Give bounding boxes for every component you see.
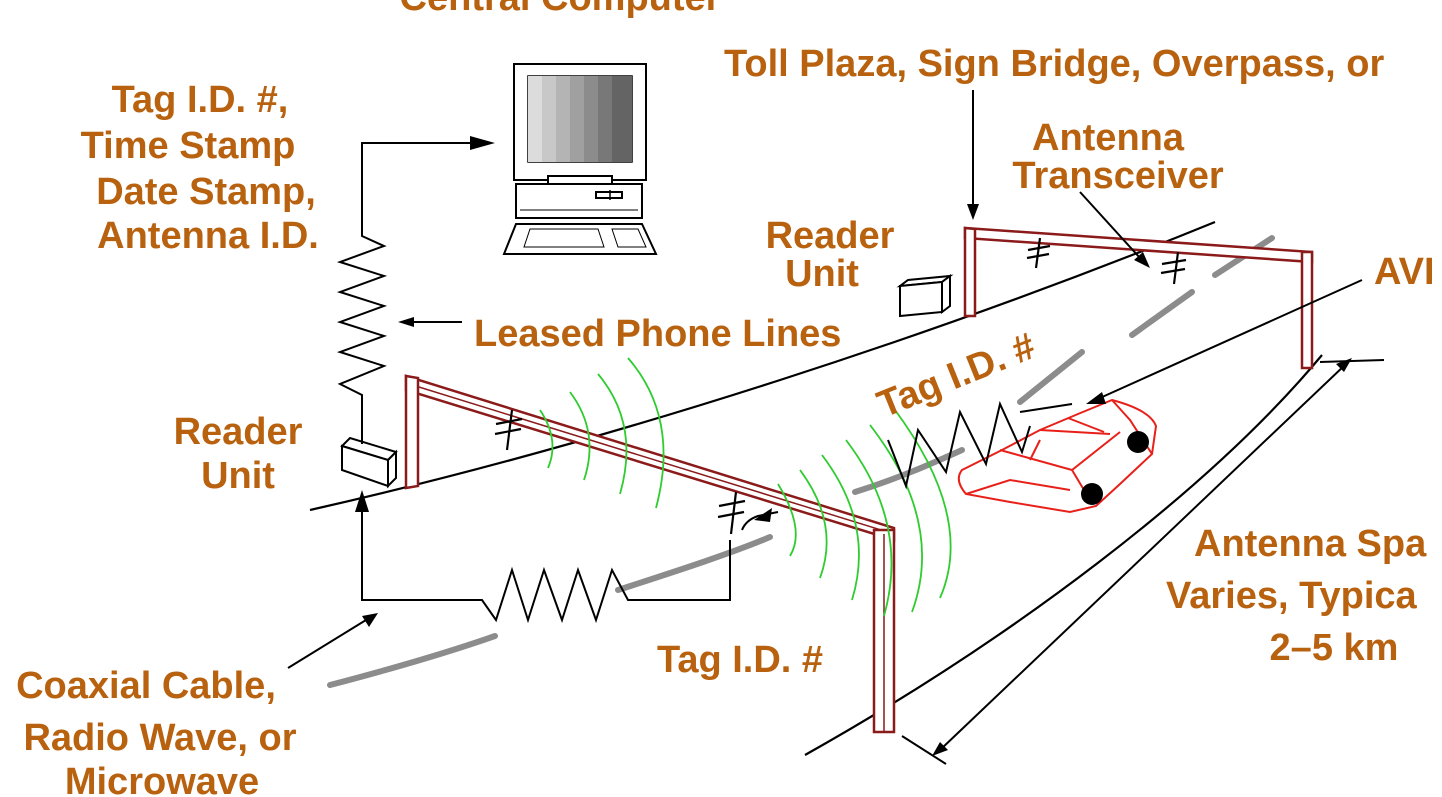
coaxial-pointer [287, 619, 367, 669]
tag-info-label-line3: Date Stamp, [96, 171, 316, 213]
car-wheel-front [1081, 483, 1103, 505]
reader-unit-far-label-line2: Unit [785, 253, 859, 295]
reader-box-icon [896, 274, 954, 318]
reader-unit-far-label-line1: Reader [766, 215, 895, 257]
tag-info-label-line4: Antenna I.D. [97, 215, 319, 257]
coaxial-label-line3: Microwave [65, 761, 259, 797]
arrow-to-computer [470, 136, 495, 150]
antenna-icon [1160, 251, 1187, 285]
leased-phone-line [336, 142, 478, 444]
spacing-tick-near [901, 735, 947, 765]
near-gantry [404, 374, 896, 734]
avi-label: AVI [1374, 251, 1435, 293]
antenna-icon [1026, 237, 1051, 269]
coaxial-link [361, 508, 731, 624]
lane-divider-2 [1017, 349, 1085, 405]
spacing-dimension-line [939, 363, 1347, 751]
central-computer-label: Central Computer [400, 0, 721, 19]
radio-waves-lower [777, 409, 952, 617]
antenna-label-line1: Antenna [1032, 117, 1185, 159]
reader-unit-near-label-line1: Reader [174, 411, 303, 453]
avi-pointer [1099, 279, 1363, 399]
car-icon [957, 398, 1158, 514]
computer-base [515, 183, 643, 219]
tag-info-label-line2: Time Stamp [81, 125, 296, 167]
spacing-tick-far [1319, 359, 1385, 363]
leased-phone-lines-label: Leased Phone Lines [474, 313, 841, 355]
reader-box-icon [340, 436, 398, 489]
reader-unit-near-label-line2: Unit [201, 455, 275, 497]
coaxial-label-line1: Coaxial Cable, [16, 665, 276, 707]
desktop-computer-icon [502, 63, 658, 255]
lane-divider-3 [852, 447, 965, 495]
tag-info-label-line1: Tag I.D. #, [112, 79, 289, 121]
road-edge-upper [309, 220, 1216, 512]
tag-id-bottom-label: Tag I.D. # [657, 639, 823, 681]
antenna-icon [717, 491, 746, 535]
far-gantry-left-post [963, 226, 977, 318]
coaxial-label-line2: Radio Wave, or [23, 717, 296, 759]
antenna-pointer [1079, 191, 1141, 259]
tag-signal-zigzag [887, 400, 1031, 490]
antenna-spacing-label-line3: 2–5 km [1270, 627, 1399, 669]
antenna-spacing-label-line2: Varies, Typica [1166, 575, 1418, 617]
lane-divider-1 [1129, 289, 1195, 338]
radio-waves-upper [539, 357, 665, 509]
avi-tag-icon [1019, 403, 1073, 413]
car-wheel-rear [1127, 431, 1149, 453]
lane-divider-4 [615, 534, 773, 593]
antenna-spacing-label-line1: Antenna Spa [1194, 523, 1427, 565]
tag-response-curve [741, 511, 779, 531]
toll-plaza-label: Toll Plaza, Sign Bridge, Overpass, or [724, 43, 1384, 85]
antenna-icon [494, 409, 523, 451]
arrow-to-reader [355, 490, 369, 512]
far-gantry-right-post [1300, 250, 1314, 370]
near-gantry-left-post [404, 374, 420, 490]
lane-divider-5 [327, 633, 498, 688]
far-gantry [963, 226, 1314, 370]
antenna-label-line2: Transceiver [1012, 155, 1223, 197]
